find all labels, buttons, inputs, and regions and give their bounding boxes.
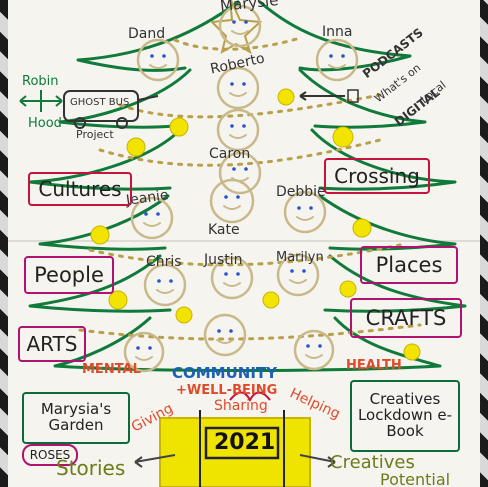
name-marilyn: Marilyn: [276, 250, 324, 265]
ghost-bus-label: GHOST BUS: [70, 97, 130, 108]
health-label: HEALTH: [346, 358, 402, 373]
star-outline: [209, 0, 263, 55]
face-eyes: [136, 20, 345, 350]
gift-box: [159, 391, 311, 487]
box-crafts: CRAFTS: [350, 298, 462, 338]
name-inna: Inna: [322, 24, 353, 40]
box-cultures: Cultures: [28, 172, 132, 206]
podcast-arrow: [299, 91, 345, 101]
sharing-label: Sharing: [214, 398, 268, 414]
faces: [123, 4, 359, 373]
podcast-mic-icon: [347, 89, 359, 103]
mental-label: MENTAL: [82, 362, 141, 377]
creatives-label: Creatives: [330, 452, 415, 473]
tree-branches: [28, 0, 467, 372]
ghost-bus-project-label: Project: [76, 128, 114, 141]
box-people: People: [24, 256, 114, 294]
year-label: 2021: [214, 430, 276, 455]
box-arts: ARTS: [18, 326, 86, 362]
paper-sheet: [8, 0, 480, 487]
ghost-bus-drawing: [63, 90, 159, 129]
face-smiles: [135, 30, 346, 361]
name-caron: Caron: [209, 146, 251, 162]
stories-label: Stories: [56, 456, 126, 480]
robin-label: Robin: [22, 74, 59, 89]
box-creatives-ebook: Creatives Lockdown e-Book: [350, 380, 460, 452]
box-marysias-garden: Marysia's Garden: [22, 392, 130, 444]
community-label: COMMUNITY: [172, 364, 278, 382]
box-crossing: Crossing: [324, 158, 430, 194]
baubles: [90, 88, 421, 361]
box-places: Places: [360, 246, 458, 284]
name-dand: Dand: [128, 26, 166, 42]
hood-label: Hood: [28, 116, 62, 131]
name-justin: Justin: [204, 252, 243, 268]
compass-arrows: [19, 90, 63, 112]
potential-label: Potential: [380, 470, 451, 487]
roses-tag: ROSES: [22, 444, 78, 466]
well-being-label: +WELL-BEING: [176, 383, 278, 398]
name-kate: Kate: [208, 222, 240, 238]
name-chris: Chris: [146, 254, 182, 270]
base-arrows: [134, 454, 336, 468]
name-debbie: Debbie: [276, 184, 326, 200]
